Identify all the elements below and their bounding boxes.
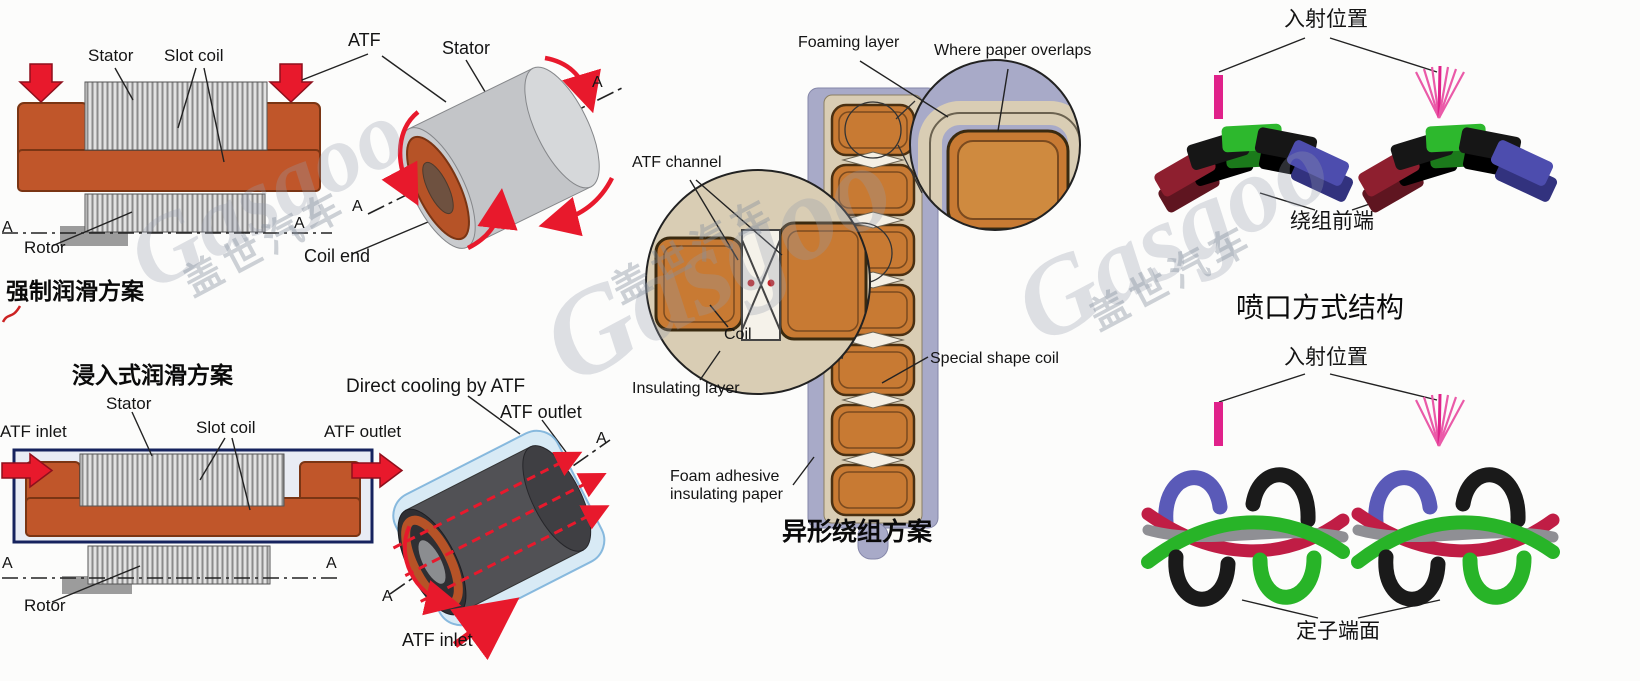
atf-label: ATF <box>348 30 381 50</box>
foam-adhesive-line2: insulating paper <box>670 486 783 504</box>
slot-coil-label: Slot coil <box>196 418 256 437</box>
injection-bar-top <box>1214 75 1223 119</box>
forced-panel-title: 强制润滑方案 <box>6 278 144 304</box>
immersion-cylinder-3d <box>392 429 610 661</box>
immersion-panel-title: 浸入式润滑方案 <box>72 362 233 388</box>
atf-inlet-cylinder-label: ATF inlet <box>402 630 473 650</box>
section-a-mark: A <box>596 430 607 447</box>
leader-lines <box>51 395 567 603</box>
stator-label: Stator <box>106 394 152 413</box>
atf-rotation-arrows <box>381 55 615 251</box>
special-shape-coil-label: Special shape coil <box>930 350 1059 367</box>
special-winding-panel: Foaming layer Where paper overlaps ATF c… <box>630 25 1130 585</box>
coil-stack <box>830 103 916 517</box>
rotor-label: Rotor <box>24 596 66 615</box>
immersion-lubrication-panel: 浸入式润滑方案 Stator Slot coil ATF inlet ATF o… <box>0 350 660 681</box>
winding-front-end-label: 绕组前端 <box>1290 210 1374 233</box>
stator-end-face-label: 定子端面 <box>1296 620 1380 643</box>
rotor-label: Rotor <box>24 238 66 257</box>
injection-position-top-label: 入射位置 <box>1284 8 1368 31</box>
slot-coil-label: Slot coil <box>164 46 224 65</box>
rotor-block <box>84 193 266 233</box>
atf-outlet-cylinder-label: ATF outlet <box>500 402 582 422</box>
atf-channel-label: ATF channel <box>632 154 722 171</box>
atf-inlet-label: ATF inlet <box>0 422 67 441</box>
nozzle-diagram <box>1141 37 1560 619</box>
atf-flow-arrows <box>18 63 314 104</box>
leader-lines <box>689 60 1009 486</box>
special-winding-diagram <box>645 59 1081 560</box>
stator-block <box>84 81 268 151</box>
stator-block <box>79 453 285 507</box>
stator-end-windings <box>1141 467 1560 607</box>
injection-bar-bottom <box>1214 402 1223 446</box>
atf-channel-inset <box>645 169 871 395</box>
foam-adhesive-line1: Foam adhesive <box>670 468 780 485</box>
foaming-layer-label: Foaming layer <box>798 34 900 51</box>
injection-position-bottom-label: 入射位置 <box>1284 346 1368 369</box>
slot-coil-structure <box>17 102 321 192</box>
forced-cross-section-diagram <box>2 53 623 255</box>
section-a-mark: A <box>382 588 393 605</box>
foam-adhesive-label: Foam adhesive insulating paper <box>670 468 783 505</box>
injection-spray-bottom <box>1415 393 1465 447</box>
direct-cooling-label: Direct cooling by ATF <box>346 376 526 397</box>
stator-label: Stator <box>88 46 134 65</box>
forced-lubrication-panel: Stator Slot coil ATF Stator A A A A Roto… <box>0 0 640 340</box>
stator-cylinder-3d <box>381 55 615 251</box>
injection-spray-top <box>1415 65 1465 119</box>
section-a-mark: A <box>294 215 305 232</box>
atf-inlet-outlet-arrows <box>1 452 404 489</box>
stator-3d-label: Stator <box>442 38 491 58</box>
leader-lines-bottom <box>1218 373 1441 619</box>
coil-label: Coil <box>724 326 752 343</box>
section-a-mark: A <box>326 555 337 572</box>
nozzle-panel-title: 喷口方式结构 <box>1236 292 1405 323</box>
immersion-cross-section-diagram <box>1 395 611 661</box>
red-pen-mark <box>1 305 22 323</box>
section-a-mark: A <box>592 74 603 91</box>
paper-overlap-inset <box>909 59 1081 231</box>
nozzle-structure-panel: 入射位置 绕组前端 喷口方式结构 入射位置 定子端面 <box>1140 0 1640 681</box>
winding-panel-title: 异形绕组方案 <box>782 518 933 546</box>
winding-front-arcs <box>1154 123 1558 213</box>
insulating-layer-label: Insulating layer <box>632 380 740 397</box>
atf-outlet-label: ATF outlet <box>324 422 402 441</box>
where-paper-overlaps-label: Where paper overlaps <box>934 42 1092 59</box>
coil-end-label: Coil end <box>304 246 371 266</box>
section-a-mark: A <box>2 555 13 572</box>
section-a-mark: A <box>352 198 363 215</box>
atf-inlet-arrow <box>450 597 520 661</box>
section-a-mark: A <box>2 219 13 236</box>
